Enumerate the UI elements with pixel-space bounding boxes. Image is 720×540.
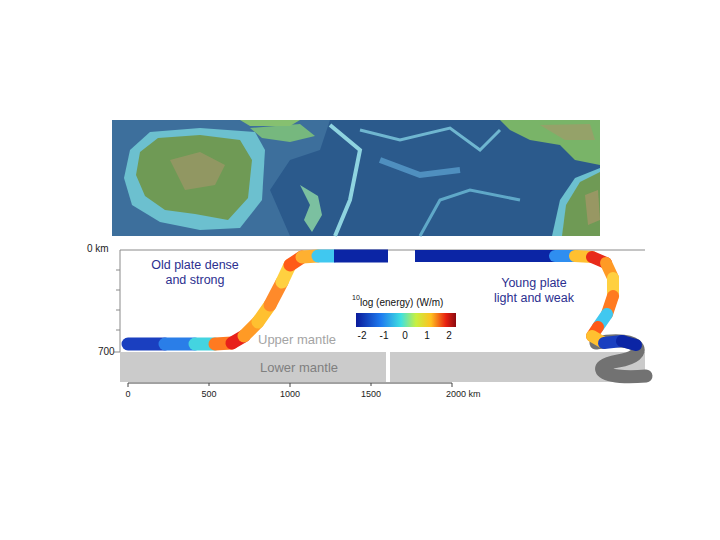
depth-label: 0 km (87, 243, 109, 255)
distance-label: 1500 (361, 389, 381, 400)
plate-note: Young plate light and weak (492, 276, 576, 306)
colorbar-tick: 0 (402, 330, 408, 342)
distance-label: 1000 (280, 389, 300, 400)
young-slab (415, 256, 636, 345)
distance-label: 2000 km (446, 389, 481, 400)
mantle-band: Lower mantle (120, 352, 386, 382)
plate-note: Old plate dense and strong (145, 258, 245, 288)
colorbar-exponent: 10 (352, 294, 360, 302)
color-bar (356, 313, 456, 327)
colorbar-tick: 2 (446, 330, 452, 342)
distance-label: 500 (201, 389, 216, 400)
section-axes (114, 250, 645, 387)
region-label: Upper mantle (258, 332, 336, 348)
colorbar-tick: 1 (424, 330, 430, 342)
old-slab (128, 256, 388, 344)
depth-label: 700 (98, 346, 115, 358)
colorbar-title: log (energy) (W/m) (360, 297, 443, 309)
region-label: Lower mantle (260, 360, 338, 375)
distance-label: 0 (125, 389, 130, 400)
colorbar-tick: -2 (358, 330, 367, 342)
colorbar-tick: -1 (380, 330, 389, 342)
folded-slab (596, 341, 646, 377)
bathymetry-map (112, 120, 600, 236)
